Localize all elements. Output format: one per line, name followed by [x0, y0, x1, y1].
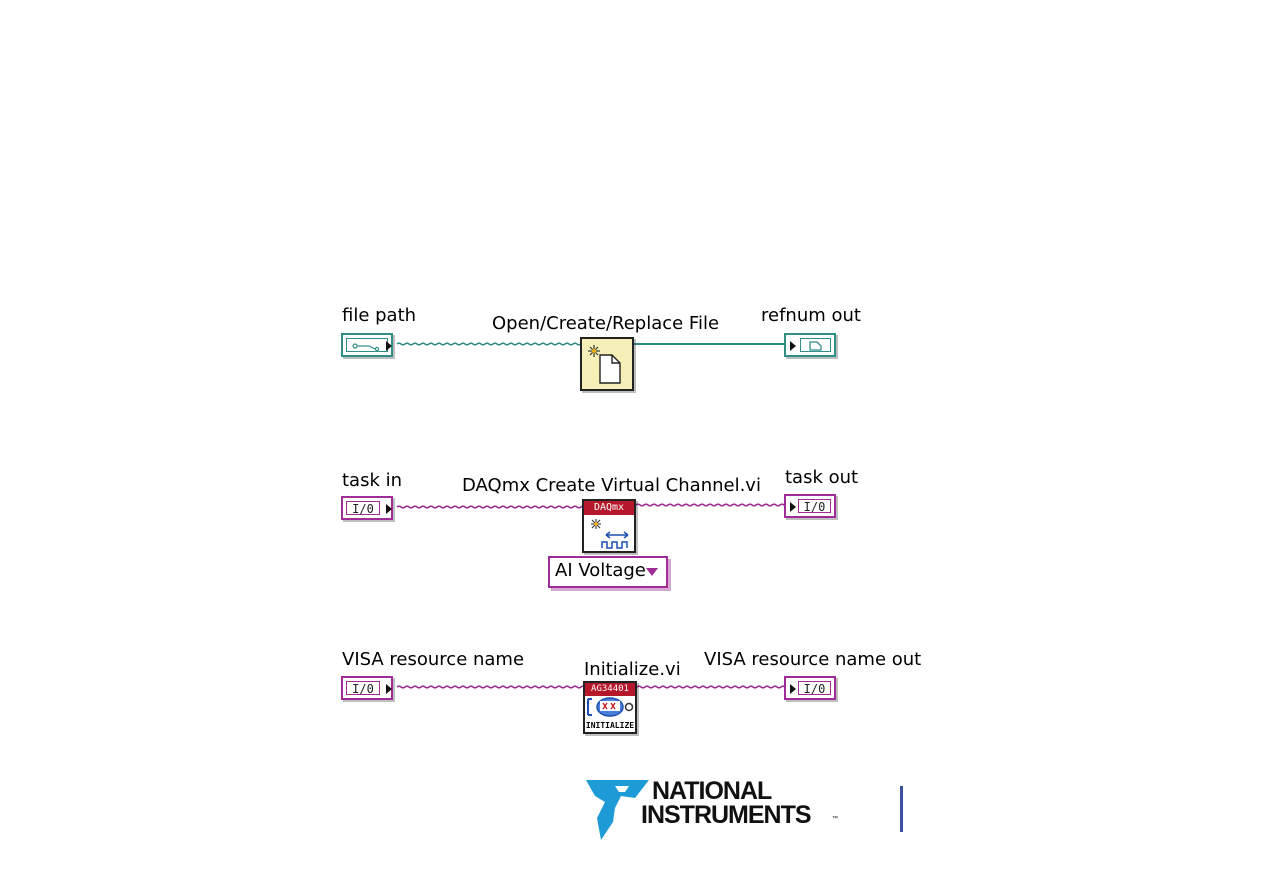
- visa-resource-name-out-indicator[interactable]: I/0: [784, 676, 836, 700]
- file-path-label: file path: [342, 305, 417, 326]
- file-path-wire[interactable]: [396, 342, 581, 346]
- initialize-node-label: Initialize.vi: [584, 659, 681, 680]
- terminal-arrow-icon: [790, 341, 796, 351]
- visa-in-terminal-text: I/0: [346, 681, 380, 696]
- visa-in-wire[interactable]: [396, 685, 584, 689]
- new-file-icon: [588, 345, 621, 384]
- open-file-node-label: Open/Create/Replace File: [492, 313, 720, 334]
- daqmx-node-label: DAQmx Create Virtual Channel.vi: [462, 475, 761, 496]
- daqmx-header: DAQmx: [584, 501, 634, 515]
- visa-resource-name-out-label: VISA resource name out: [704, 649, 922, 670]
- task-in-label: task in: [342, 470, 403, 491]
- task-out-indicator[interactable]: I/0: [784, 494, 836, 518]
- daqmx-create-virtual-channel-node[interactable]: DAQmx: [582, 499, 636, 553]
- visa-resource-name-label: VISA resource name: [342, 649, 525, 670]
- terminal-arrow-icon: [386, 684, 392, 694]
- refnum-out-indicator[interactable]: [784, 333, 836, 357]
- terminal-arrow-icon: [790, 502, 796, 512]
- logo-separator: [900, 786, 903, 832]
- task-in-control[interactable]: I/0: [341, 496, 393, 520]
- terminal-arrow-icon: [386, 341, 392, 351]
- instrument-header: AG34401: [585, 683, 635, 696]
- task-out-label: task out: [785, 467, 859, 488]
- terminal-arrow-icon: [790, 684, 796, 694]
- task-out-wire[interactable]: [635, 503, 787, 507]
- ni-eagle-icon: [586, 780, 649, 840]
- terminal-arrow-icon: [386, 504, 392, 514]
- chevron-down-icon: [646, 568, 658, 576]
- logo-trademark: ™: [832, 816, 838, 822]
- path-icon: [346, 338, 388, 352]
- file-refnum-icon: [800, 338, 831, 352]
- open-create-replace-file-node[interactable]: [580, 337, 634, 391]
- logo-line-instruments: INSTRUMENTS: [641, 801, 812, 829]
- visa-resource-name-control[interactable]: I/0: [341, 676, 393, 700]
- visa-out-terminal-text: I/0: [798, 681, 831, 696]
- channel-type-ring[interactable]: AI Voltage: [548, 556, 668, 588]
- logo-line-national: NATIONAL: [652, 777, 772, 805]
- visa-out-wire[interactable]: [636, 685, 788, 689]
- instrument-init-icon: [587, 697, 634, 717]
- task-out-terminal-text: I/0: [798, 499, 831, 514]
- daqmx-channel-icon: [591, 519, 629, 549]
- task-in-terminal-text: I/0: [346, 501, 380, 516]
- initialize-vi-node[interactable]: AG34401 INITIALIZE: [583, 681, 637, 734]
- file-path-control[interactable]: [341, 333, 393, 357]
- task-in-wire[interactable]: [396, 505, 584, 509]
- ring-value: AI Voltage: [555, 560, 646, 581]
- instrument-footer: INITIALIZE: [585, 721, 635, 730]
- refnum-out-label: refnum out: [761, 305, 861, 326]
